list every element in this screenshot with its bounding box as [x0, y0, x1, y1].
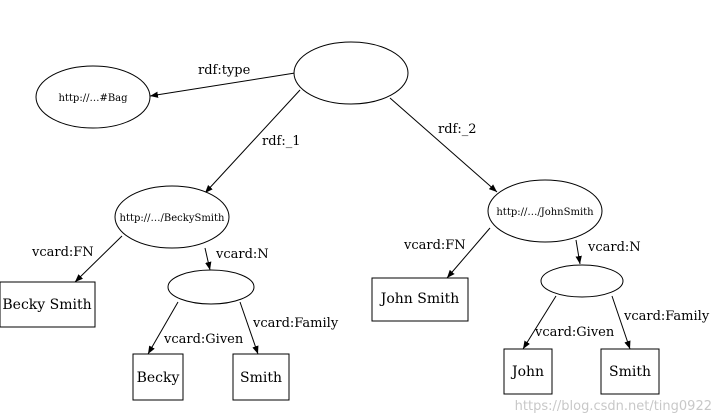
edge-root-1	[204, 89, 301, 194]
node-becky-fn: Becky Smith	[0, 281, 96, 328]
edge-becky-family	[239, 301, 259, 355]
node-john-n	[540, 264, 624, 298]
node-john-family-label: Smith	[609, 364, 651, 380]
node-john-given-label: John	[510, 364, 544, 380]
edge-becky-given	[147, 301, 179, 355]
node-becky-family: Smith	[232, 353, 290, 401]
edge-label-john-given: vcard:Given	[534, 325, 615, 340]
edge-label-john-n: vcard:N	[587, 240, 641, 255]
edge-root-type	[149, 72, 296, 98]
edge-root-2	[389, 97, 498, 193]
edge-john-family	[611, 295, 631, 350]
edge-label-john-family: vcard:Family	[623, 309, 710, 324]
edge-label-root-1: rdf:_1	[262, 134, 301, 149]
edge-label-root-type: rdf:type	[198, 63, 251, 78]
edge-john-fn	[446, 227, 491, 279]
node-becky-fn-label: Becky Smith	[2, 297, 91, 313]
edge-becky-n	[204, 247, 212, 271]
node-becky-n	[167, 269, 255, 305]
edge-label-becky-n: vcard:N	[215, 247, 269, 262]
node-john-uri: http://…/JohnSmith	[487, 179, 603, 243]
edge-john-given	[522, 295, 557, 350]
node-bag: http://…#Bag	[35, 65, 151, 129]
node-becky-family-label: Smith	[240, 370, 282, 386]
edge-label-becky-fn: vcard:FN	[31, 245, 94, 260]
node-john-family: Smith	[600, 348, 660, 395]
node-john-fn-label: John Smith	[379, 291, 460, 307]
edge-john-n	[575, 239, 582, 265]
edge-label-becky-given: vcard:Given	[163, 332, 244, 347]
node-john-given: John	[503, 348, 553, 395]
node-john-uri-label: http://…/JohnSmith	[496, 207, 594, 218]
node-root	[293, 41, 409, 105]
edge-label-root-2: rdf:_2	[438, 122, 477, 137]
node-bag-label: http://…#Bag	[58, 93, 128, 104]
node-becky-given: Becky	[132, 353, 184, 401]
edge-becky-fn	[74, 235, 123, 283]
node-becky-given-label: Becky	[137, 370, 180, 386]
node-john-fn: John Smith	[371, 277, 469, 322]
node-becky-uri-label: http://…/BeckySmith	[120, 213, 225, 224]
watermark-text: https://blog.csdn.net/ting0922	[515, 399, 712, 414]
edge-label-john-fn: vcard:FN	[403, 238, 466, 253]
node-becky-uri: http://…/BeckySmith	[114, 185, 230, 249]
edge-label-becky-family: vcard:Family	[252, 316, 339, 331]
